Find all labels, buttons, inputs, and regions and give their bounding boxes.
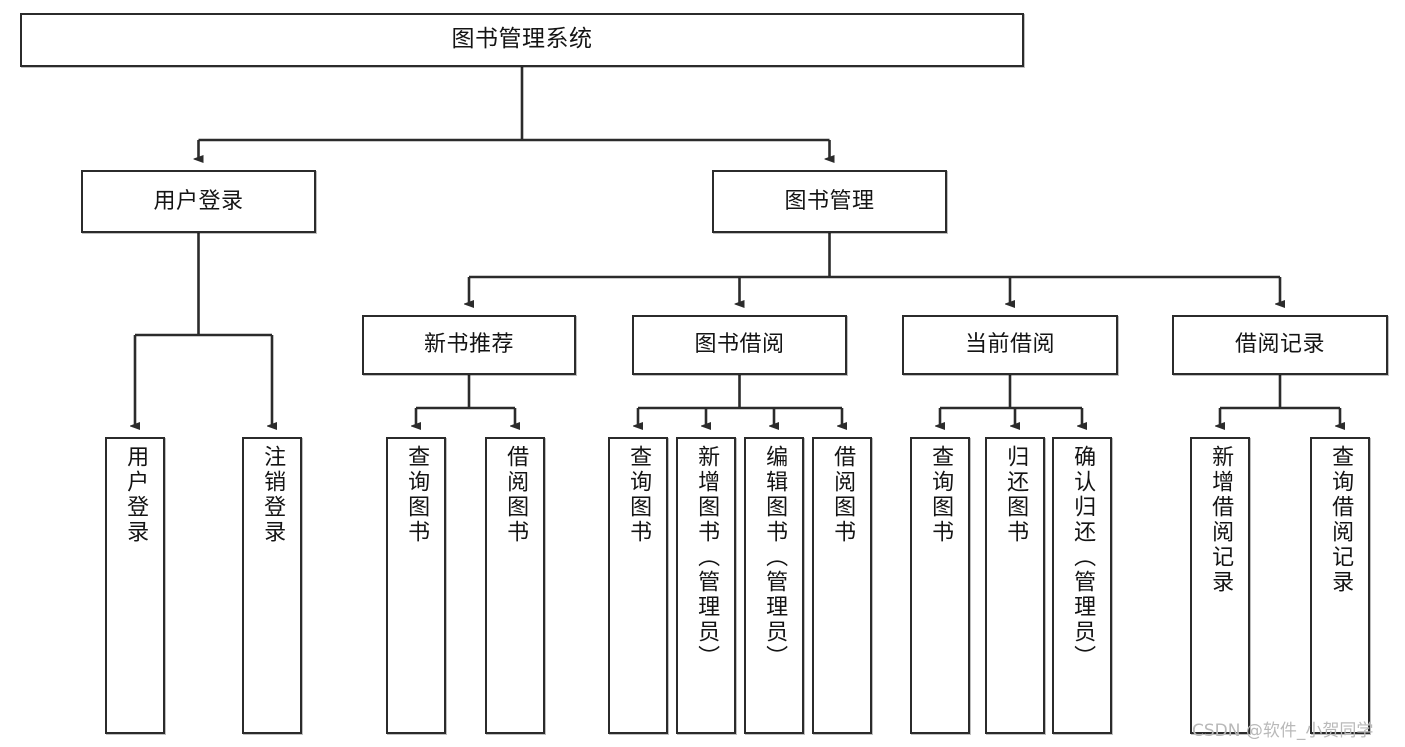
leaf-node-7[interactable]: 借阅图书 [812, 437, 872, 734]
node-label: 注销登录 [260, 445, 286, 545]
node-label: 用户登录 [153, 188, 244, 214]
leaf-node-5[interactable]: 新增图书（管理员） [676, 437, 736, 734]
leaf-node-0[interactable]: 用户登录 [105, 437, 165, 734]
node-label: 查询图书 [626, 445, 652, 545]
leaf-node-1[interactable]: 注销登录 [242, 437, 302, 734]
level3-node-1[interactable]: 图书借阅 [632, 315, 847, 375]
leaf-node-6[interactable]: 编辑图书（管理员） [744, 437, 804, 734]
leaf-node-3[interactable]: 借阅图书 [485, 437, 545, 734]
leaf-node-9[interactable]: 归还图书 [985, 437, 1045, 734]
node-label: 图书管理系统 [451, 26, 593, 53]
leaf-node-10[interactable]: 确认归还（管理员） [1052, 437, 1112, 734]
node-label: 借阅记录 [1234, 332, 1325, 358]
leaf-node-11[interactable]: 新增借阅记录 [1190, 437, 1250, 734]
level2-node-0[interactable]: 用户登录 [81, 170, 316, 233]
watermark-text: CSDN @软件_小贺同学 [1192, 721, 1374, 741]
level3-node-3[interactable]: 借阅记录 [1172, 315, 1388, 375]
node-label: 查询图书 [404, 445, 430, 545]
level3-node-0[interactable]: 新书推荐 [362, 315, 576, 375]
level3-node-2[interactable]: 当前借阅 [902, 315, 1118, 375]
node-label: 用户登录 [123, 445, 149, 545]
node-label: 新增借阅记录 [1208, 445, 1234, 595]
node-label: 图书借阅 [694, 332, 785, 358]
leaf-node-12[interactable]: 查询借阅记录 [1310, 437, 1370, 734]
node-label: 查询图书 [928, 445, 954, 545]
leaf-node-2[interactable]: 查询图书 [386, 437, 446, 734]
root-node-root[interactable]: 图书管理系统 [20, 13, 1024, 67]
node-label: 借阅图书 [503, 445, 529, 545]
node-label: 图书管理 [784, 188, 875, 214]
leaf-node-4[interactable]: 查询图书 [608, 437, 668, 734]
leaf-node-8[interactable]: 查询图书 [910, 437, 970, 734]
node-label: 当前借阅 [964, 332, 1055, 358]
node-label: 编辑图书（管理员） [762, 445, 788, 670]
node-label: 借阅图书 [830, 445, 856, 545]
node-label: 新书推荐 [423, 332, 514, 358]
node-label: 新增图书（管理员） [694, 445, 720, 670]
node-label: 确认归还（管理员） [1070, 445, 1096, 670]
node-label: 查询借阅记录 [1328, 445, 1354, 595]
level2-node-1[interactable]: 图书管理 [712, 170, 947, 233]
node-label: 归还图书 [1003, 445, 1029, 545]
